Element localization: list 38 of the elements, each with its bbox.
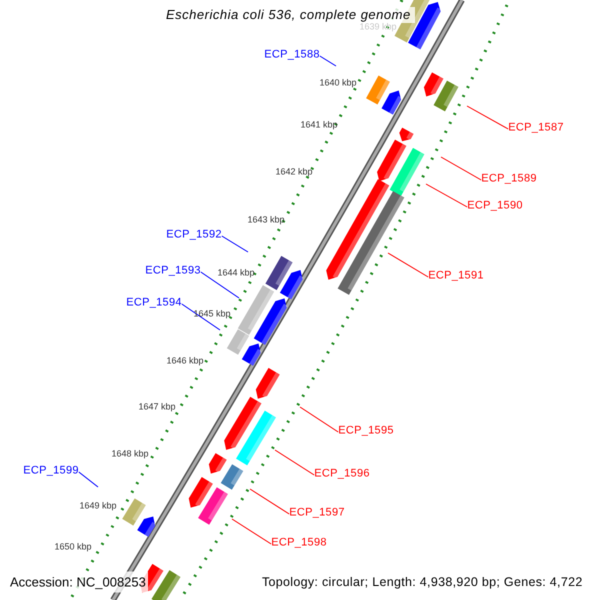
gene-label: ECP_1599 bbox=[23, 466, 79, 476]
gene-label: ECP_1593 bbox=[145, 266, 201, 276]
gene-label: ECP_1596 bbox=[314, 468, 370, 480]
leader-line bbox=[440, 156, 482, 180]
ruler-tick-label: 1642 kbp bbox=[275, 168, 313, 176]
leader-line bbox=[319, 56, 336, 66]
ruler-tick-label: 1644 kbp bbox=[217, 268, 255, 278]
leader-line bbox=[232, 518, 272, 544]
gene-label: ECP_1587 bbox=[508, 122, 564, 134]
gene-label: ECP_1589 bbox=[481, 174, 537, 184]
footer-text: Topology: circular; Length: 4,938,920 bp; Genes: 4,722 bbox=[262, 576, 583, 588]
ruler-tick-label: 1641 kbp bbox=[300, 120, 338, 130]
leader-line bbox=[388, 252, 429, 278]
leader-line bbox=[300, 406, 339, 432]
ruler-tick-label: 1643 kbp bbox=[247, 216, 285, 224]
leader-line bbox=[78, 472, 98, 488]
gene-label: ECP_1598 bbox=[271, 538, 327, 548]
leader-line bbox=[181, 304, 220, 330]
ruler-tick-label: 1646 kbp bbox=[166, 356, 204, 366]
gene-label: ECP_1595 bbox=[338, 426, 394, 436]
gene-label: ECP_1594 bbox=[126, 298, 182, 308]
ruler-tick-label: 1649 kbp bbox=[79, 502, 117, 510]
ruler-tick-label: 1650 kbp bbox=[54, 542, 92, 552]
leader-line bbox=[200, 272, 240, 298]
gene-label: ECP_1592 bbox=[166, 230, 222, 240]
ruler-tick-label: 1647 kbp bbox=[138, 402, 176, 412]
gene-label: ECP_1588 bbox=[264, 50, 320, 60]
gene-label: ECP_1590 bbox=[467, 200, 523, 212]
gene-label: ECP_1597 bbox=[289, 508, 345, 518]
ruler-tick-label: 1640 kbp bbox=[319, 78, 357, 88]
leader-line bbox=[250, 488, 290, 514]
leader-line bbox=[274, 450, 315, 476]
leader-line bbox=[426, 184, 468, 208]
ruler-tick-label: 1645 kbp bbox=[193, 310, 231, 318]
leader-line bbox=[221, 236, 248, 252]
gene-label: ECP_1591 bbox=[428, 270, 484, 282]
ruler-tick-label: 1648 kbp bbox=[111, 450, 149, 458]
leader-line bbox=[466, 106, 509, 130]
